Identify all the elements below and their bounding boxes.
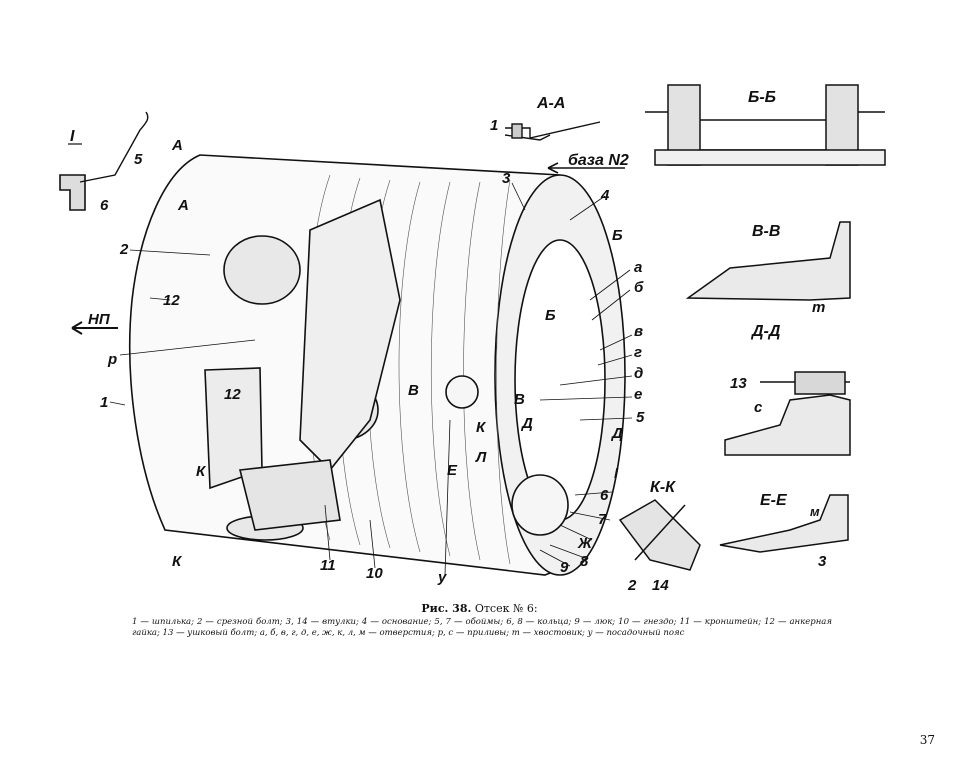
label-K1: К [196, 463, 207, 480]
label-A-inner: А [177, 197, 189, 214]
label-D1: Д [520, 415, 533, 432]
figure-legend: 1 — шпилька; 2 — срезной болт; 3, 14 — в… [132, 617, 832, 638]
section-KK-shape [618, 499, 701, 571]
label-A-top: А [171, 137, 183, 154]
section-VV-shape [685, 221, 851, 301]
label-n10: 10 [366, 565, 383, 582]
section-DD-shape [724, 394, 851, 456]
label-e: е [634, 386, 642, 403]
label-B2: Б [545, 307, 556, 324]
label-K3: К [476, 419, 487, 436]
label-n6-detail: 6 [100, 197, 109, 214]
figure-number: Рис. 38. [421, 602, 472, 615]
label-b: б [634, 279, 644, 296]
arrow-np [71, 321, 118, 335]
section-BB-base [654, 149, 886, 166]
label-np: НП [88, 311, 111, 328]
label-n9: 9 [560, 559, 569, 576]
label-sec-BB: Б-Б [748, 89, 776, 106]
section-VV [685, 221, 851, 301]
section-EE-shape [719, 494, 849, 553]
label-M: м [810, 504, 820, 519]
label-L: Л [475, 449, 487, 466]
label-p: р [107, 351, 117, 368]
section-KK [618, 499, 701, 571]
label-V2: В [514, 391, 525, 408]
label-section-I: I [70, 128, 75, 145]
section-DD [724, 371, 851, 456]
label-n2-kk: 2 [627, 577, 637, 594]
label-c: с [754, 399, 763, 416]
label-sec-VV: В-В [752, 223, 780, 240]
bolt-flange [445, 375, 479, 409]
label-sec-EE: Е-Е [760, 492, 788, 509]
label-d: д [634, 365, 643, 382]
label-n11: 11 [320, 557, 336, 574]
label-m-tail: т [812, 299, 825, 316]
label-n1-aa: 1 [490, 117, 498, 134]
label-sec-KK: К-К [650, 479, 676, 496]
inner-bracket [299, 198, 401, 472]
section-DD-eyebolt [794, 371, 846, 395]
label-n3: 3 [502, 170, 511, 187]
label-g: г [634, 344, 642, 361]
label-baza: база N2 [568, 152, 629, 169]
label-v: в [634, 323, 643, 340]
label-roman-I: I [614, 465, 619, 482]
section-AA [504, 121, 601, 141]
label-n12-b: 12 [224, 386, 241, 403]
figure-caption-title: Рис. 38. Отсек № 6: [0, 602, 959, 615]
label-n7: 7 [598, 511, 607, 528]
detail-I-lever [79, 111, 149, 183]
label-n4: 4 [600, 187, 610, 204]
label-n1: 1 [100, 394, 108, 411]
label-U: у [437, 569, 447, 586]
main-drawing [59, 111, 633, 576]
label-sec-DD: Д-Д [750, 323, 781, 340]
label-V1: В [408, 382, 419, 399]
figure-title: Отсек № 6: [471, 602, 538, 615]
label-Zh: Ж [577, 535, 593, 552]
page-number: 37 [919, 733, 935, 747]
label-n8: 8 [580, 553, 589, 570]
callout-labels: I А-А Б-Б В-В Д-Д Е-Е К-К база N2 НП А А… [68, 89, 827, 594]
section-BB [645, 84, 886, 166]
label-D2: Д [610, 425, 623, 442]
arrow-baza [547, 162, 625, 174]
label-n14: 14 [652, 577, 669, 594]
label-B1: Б [612, 227, 623, 244]
port-opening-upper [223, 235, 301, 305]
label-n5: 5 [636, 409, 645, 426]
label-sec-AA: А-А [536, 95, 565, 112]
label-n2: 2 [119, 241, 129, 258]
inner-bracket-2 [239, 459, 341, 531]
label-E1: Е [447, 462, 458, 479]
label-n3-ee: 3 [818, 553, 827, 570]
label-a: а [634, 259, 642, 276]
label-K2: К [172, 553, 183, 570]
section-EE [719, 494, 849, 553]
hatch-9 [511, 474, 569, 536]
leader-lines [109, 182, 633, 576]
label-n5-detail: 5 [134, 151, 143, 168]
detail-I-bracket [59, 174, 86, 211]
label-n13: 13 [730, 375, 747, 392]
section-AA-stud [511, 123, 523, 139]
label-n6: 6 [600, 487, 609, 504]
label-n12-a: 12 [163, 292, 180, 309]
